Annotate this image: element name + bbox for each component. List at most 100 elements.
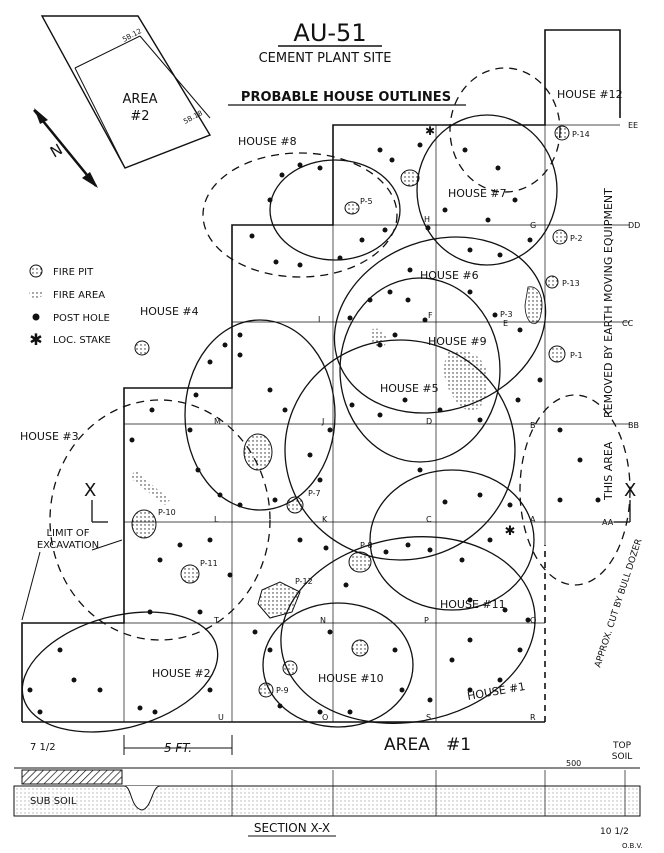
removed-note: REMOVED BY EARTH MOVING EQUIPMENT: [602, 188, 615, 418]
fire-pit-p5: [344, 201, 360, 215]
legend-fire-area: FIRE AREA: [53, 290, 105, 301]
grid-l: L: [214, 515, 219, 524]
north-arrow: N: [33, 108, 98, 188]
svg-text:✱: ✱: [425, 124, 435, 138]
bulldozer-note: APPROX. CUT BY BULL DOZER: [593, 538, 644, 669]
fire-pit-p13: [545, 275, 559, 289]
fire-pit-p14: [554, 125, 570, 141]
fire-area-icon: [29, 290, 43, 298]
section-mark-right: X: [624, 480, 636, 501]
feature-p14: P-14: [572, 130, 590, 139]
legend-loc-stake: LOC. STAKE: [53, 335, 111, 346]
loc-stake-icon: ✱: [29, 330, 42, 349]
depth-right: 10 1/2: [600, 827, 629, 837]
house-9-label: HOUSE #9: [428, 335, 487, 348]
feature-p2: P-2: [570, 234, 583, 243]
section-line: [91, 500, 631, 523]
grid-f: F: [428, 311, 433, 320]
grid-g: G: [530, 221, 536, 230]
grid: [22, 124, 630, 722]
svg-text:✱: ✱: [29, 330, 42, 349]
fire-pit-p2: [552, 229, 568, 245]
fire-pit-house10: [351, 639, 369, 657]
grid-a: A: [530, 515, 536, 524]
feature-p10: P-10: [158, 508, 176, 517]
house-3-outline: [49, 399, 271, 641]
house-4-outline: [184, 319, 336, 511]
fire-pit-icon: [29, 264, 43, 278]
map-subtitle: CEMENT PLANT SITE: [259, 51, 392, 66]
fire-pit-p9: [258, 682, 274, 698]
legend-post-hole: POST HOLE: [53, 313, 110, 324]
grid-u: U: [218, 713, 224, 722]
area-2-number: #2: [130, 109, 149, 124]
grid-c: C: [426, 515, 432, 524]
house-7-outline: [416, 114, 558, 266]
feature-p7: P-7: [308, 489, 321, 498]
feature-p8: P-8: [360, 541, 373, 550]
scale-bar: 5 FT.: [123, 735, 233, 755]
area-2-label: AREA: [122, 92, 157, 107]
house-4-label: HOUSE #4: [140, 305, 199, 318]
grid-cc: CC: [622, 319, 634, 328]
section-profile: SUB SOIL TOP SOIL 7 1/2 10 1/2 500 SECTI…: [13, 741, 641, 837]
grid-k: K: [322, 515, 328, 524]
post-holes: [27, 142, 601, 715]
house-5-outline: [284, 339, 516, 561]
feature-p3: P-3: [500, 310, 513, 319]
grid-ee: EE: [628, 121, 638, 130]
map-title: AU-51: [293, 19, 366, 47]
scale-label: 5 FT.: [164, 741, 192, 755]
feature-p9: P-9: [276, 686, 289, 695]
house-5-label: HOUSE #5: [380, 382, 439, 395]
fire-pit-p7: [286, 496, 304, 514]
house-1-label: HOUSE #1: [466, 680, 526, 703]
probable-outlines-heading: PROBABLE HOUSE OUTLINES: [241, 90, 451, 105]
house-12-label: HOUSE #12: [557, 88, 623, 101]
grid-n: N: [320, 616, 326, 625]
grid-m: M: [214, 417, 221, 426]
grid-letters: EE DD CC BB AA H G F E I M J D B L K C A…: [213, 121, 640, 722]
grid-p: P: [424, 616, 429, 625]
top-soil-label-2: SOIL: [612, 752, 632, 762]
house-12-outline: [449, 67, 561, 193]
grid-o: O: [322, 713, 328, 722]
legend-fire-pit: FIRE PIT: [53, 267, 94, 278]
grid-i: I: [318, 315, 320, 324]
legend: FIRE PIT FIRE AREA POST HOLE ✱ LOC. STAK…: [29, 264, 111, 349]
grid-b: B: [530, 421, 536, 430]
sub-soil-label: SUB SOIL: [30, 796, 77, 807]
fire-pit-p1: [548, 345, 566, 363]
area-2-plot: AREA #2 5B.12 5B.18: [40, 15, 212, 169]
grid-dd: DD: [628, 221, 640, 230]
depth-left: 7 1/2: [30, 742, 56, 753]
initials: O.B.V.: [622, 842, 643, 850]
top-soil-label-1: TOP: [612, 741, 632, 751]
fire-pit-p11: [180, 564, 200, 584]
house-2-outline: [21, 611, 219, 733]
house-outlines: [21, 67, 631, 733]
house-6-label: HOUSE #6: [420, 269, 479, 282]
feature-p11: P-11: [200, 559, 218, 568]
house-misc-outline: [519, 394, 631, 586]
house-8b-outline: [269, 159, 401, 261]
grid-h: H: [424, 215, 430, 224]
feature-p13: P-13: [562, 279, 580, 288]
grid-j: J: [321, 417, 324, 426]
house-6-outline: [333, 236, 547, 414]
grid-d: D: [426, 417, 432, 426]
loc-stakes: ✱ ✱: [425, 124, 515, 539]
fire-pit-house2: [134, 340, 150, 356]
area-2-corner-a: 5B.12: [121, 27, 143, 44]
house-labels: HOUSE #1 HOUSE #2 HOUSE #3 HOUSE #4 HOUS…: [20, 88, 623, 703]
grid-bb: BB: [628, 421, 639, 430]
section-title: SECTION X-X: [254, 821, 330, 835]
house-10-label: HOUSE #10: [318, 672, 384, 685]
feature-p12: P-12: [295, 577, 313, 586]
post-hole-icon: [32, 313, 40, 321]
feature-p1: P-1: [570, 351, 583, 360]
fire-pit-house10b: [282, 660, 298, 676]
house-1-outline: [280, 536, 536, 724]
fire-areas: [130, 286, 543, 505]
